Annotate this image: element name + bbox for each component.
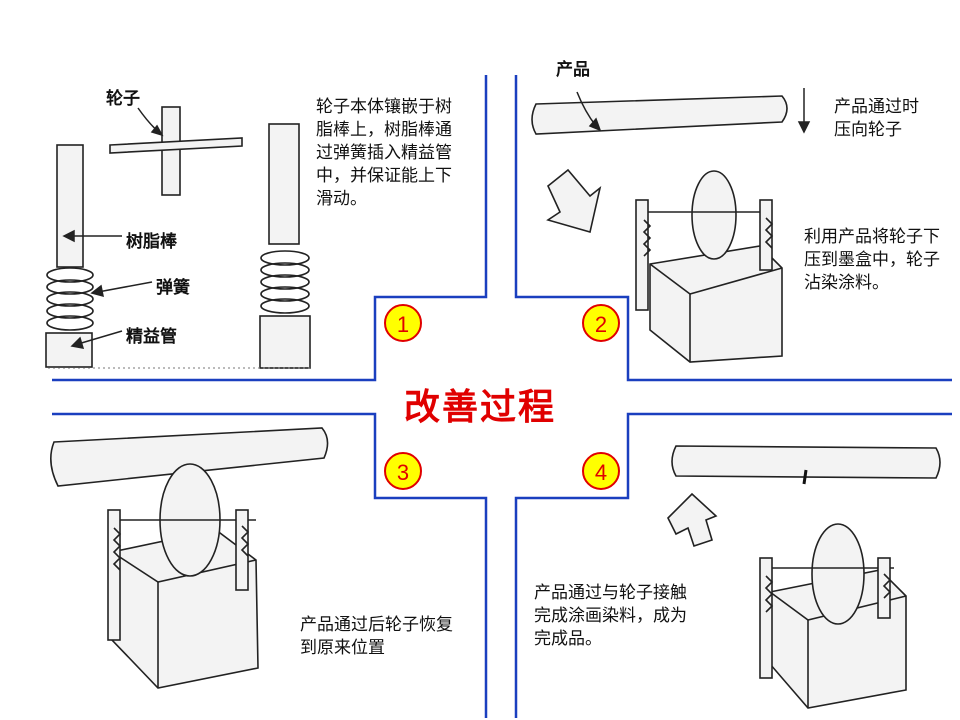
- label-product: 产品: [556, 60, 590, 80]
- product-bar: [50, 427, 329, 487]
- step-2-description: 利用产品将轮子下压到墨盒中，轮子沾染涂料。: [804, 227, 940, 293]
- wheel: [811, 523, 865, 625]
- step-3-badge: 3: [384, 452, 422, 490]
- step-2-top-note: 产品通过时压向轮子: [834, 97, 919, 140]
- page-title: 改善过程: [403, 387, 556, 428]
- wheel: [691, 170, 737, 260]
- label-wheel: 轮子: [106, 89, 140, 109]
- push-arrow: [546, 168, 602, 234]
- product-bar: [671, 445, 941, 479]
- wheel-disc: [109, 137, 243, 154]
- resin-rod-right: [268, 123, 300, 245]
- step-4-badge: 4: [582, 452, 620, 490]
- step-1-description: 轮子本体镶嵌于树脂棒上，树脂棒通过弹簧插入精益管中，并保证能上下滑动。: [316, 97, 452, 209]
- step-1-badge: 1: [384, 304, 422, 342]
- post-left: [635, 199, 649, 311]
- step-2-badge: 2: [582, 304, 620, 342]
- post-right: [877, 557, 891, 619]
- step-3-description: 产品通过后轮子恢复到原来位置: [300, 615, 453, 658]
- post-left: [759, 557, 773, 679]
- label-resin-rod: 树脂棒: [126, 232, 177, 252]
- step-4-description: 产品通过与轮子接触完成涂画染料，成为完成品。: [534, 583, 687, 649]
- spring-right: [260, 250, 310, 314]
- label-lean-pipe: 精益管: [126, 327, 177, 347]
- lean-pipe-left: [45, 332, 93, 368]
- spring-left: [46, 267, 94, 331]
- paint-mark: [802, 469, 808, 485]
- lean-pipe-right: [259, 315, 311, 369]
- label-spring: 弹簧: [156, 278, 190, 298]
- push-arrow-up: [667, 492, 718, 548]
- resin-rod-left: [56, 144, 84, 268]
